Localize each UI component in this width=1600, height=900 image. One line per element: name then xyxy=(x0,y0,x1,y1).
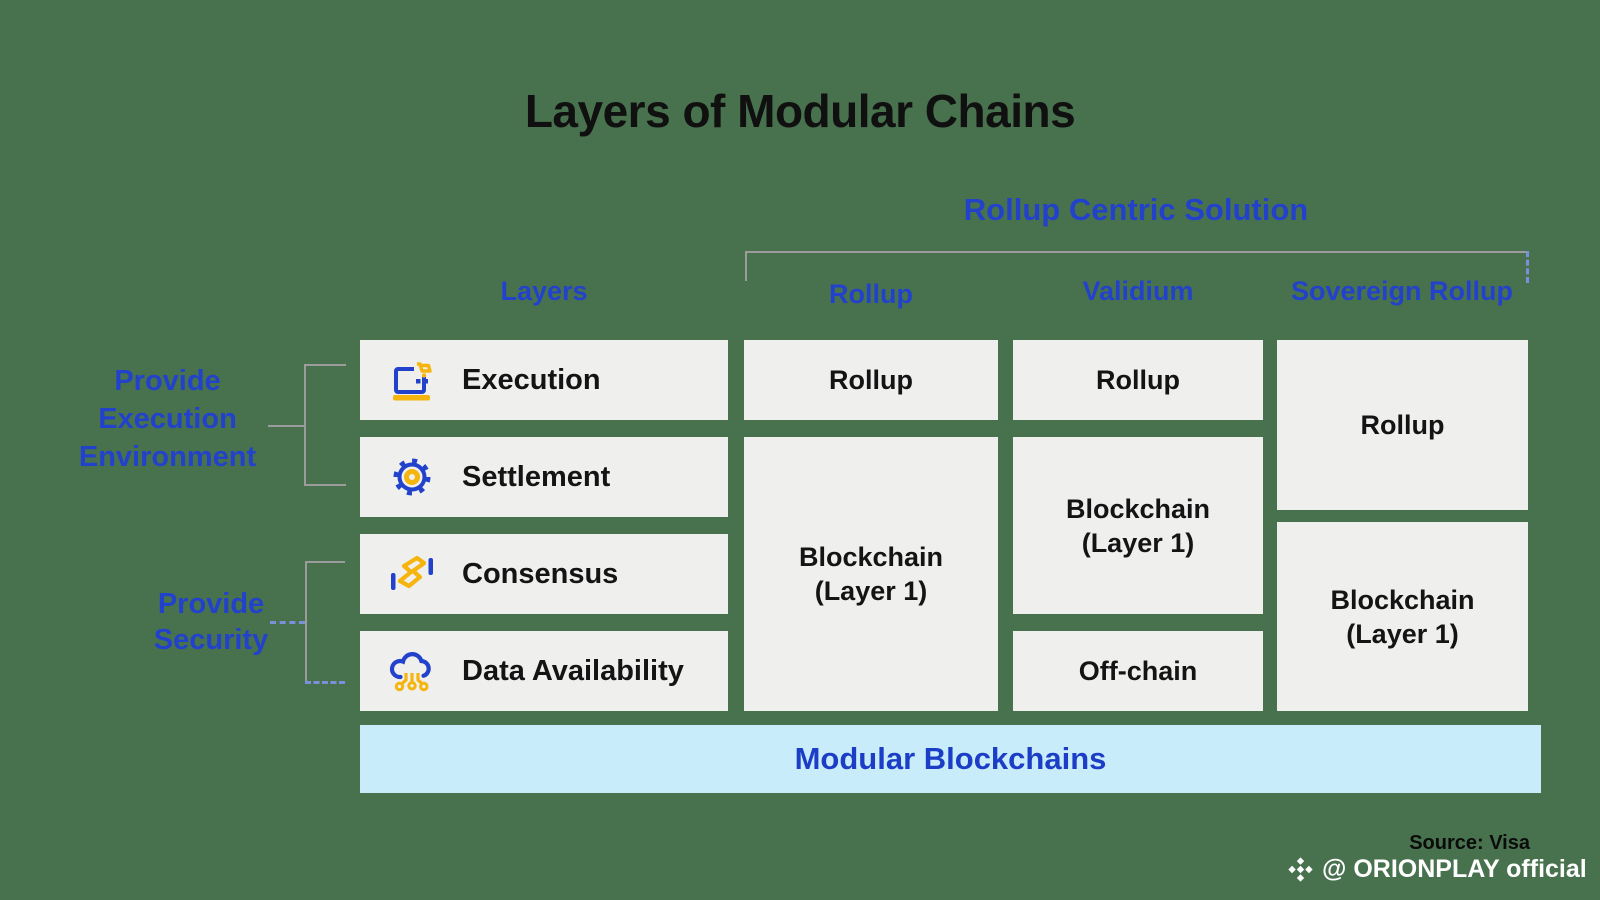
cell-validium-blockchain-layer1: Blockchain (Layer 1) xyxy=(1013,437,1263,614)
brand-handle-label: @ ORIONPLAY official xyxy=(1322,855,1587,883)
rollup-centric-solution-header: Rollup Centric Solution xyxy=(963,192,1309,227)
layer-label: Data Availability xyxy=(462,654,684,687)
security-bracket-connector xyxy=(270,621,305,624)
cell-sovereign-rollup: Rollup xyxy=(1277,340,1528,510)
modular-blockchains-banner: Modular Blockchains xyxy=(360,725,1541,793)
gear-icon xyxy=(393,458,431,496)
execution-bracket-line xyxy=(304,364,306,486)
execution-bracket-bottom-tick xyxy=(304,484,346,486)
handshake-icon xyxy=(391,555,433,590)
column-header-validium: Validium xyxy=(1082,276,1194,306)
cell-sovereign-blockchain-layer1: Blockchain (Layer 1) xyxy=(1277,522,1528,711)
layer-label: Settlement xyxy=(462,460,611,493)
brand-handle: @ ORIONPLAY official xyxy=(1287,855,1587,884)
source-attribution: Source: Visa xyxy=(1409,832,1530,854)
group-bracket-right-tick xyxy=(1526,251,1529,283)
diamond-logo-icon xyxy=(1288,857,1313,882)
column-header-rollup: Rollup xyxy=(829,279,913,309)
cell-validium-rollup: Rollup xyxy=(1013,340,1263,420)
execution-bracket-top-tick xyxy=(304,364,346,366)
column-header-layers: Layers xyxy=(500,276,588,306)
cell-validium-off-chain: Off-chain xyxy=(1013,631,1263,711)
cell-rollup-execution: Rollup xyxy=(744,340,998,420)
layer-label: Consensus xyxy=(462,557,619,590)
side-label-provide-security: Provide Security xyxy=(153,588,269,656)
layer-row-execution: Execution xyxy=(360,340,728,420)
laptop-launch-icon xyxy=(393,361,434,401)
layer-row-consensus: Consensus xyxy=(360,534,728,614)
column-header-sovereign-rollup: Sovereign Rollup xyxy=(1290,276,1514,306)
group-bracket-line xyxy=(745,251,1528,253)
security-bracket-bottom-tick xyxy=(305,681,345,684)
security-bracket-top-tick xyxy=(305,561,345,563)
page-title: Layers of Modular Chains xyxy=(524,85,1076,137)
side-label-provide-execution-environment: Provide Execution Environment xyxy=(78,365,257,473)
execution-bracket-connector xyxy=(268,425,304,427)
banner-label: Modular Blockchains xyxy=(794,741,1107,776)
cloud-network-icon xyxy=(389,652,431,692)
layer-row-settlement: Settlement xyxy=(360,437,728,517)
layer-label: Execution xyxy=(462,363,601,396)
security-bracket-line xyxy=(305,561,307,683)
group-bracket-left-tick xyxy=(745,251,747,281)
cell-rollup-blockchain-layer1: Blockchain (Layer 1) xyxy=(744,437,998,711)
layer-row-data-availability: Data Availability xyxy=(360,631,728,711)
